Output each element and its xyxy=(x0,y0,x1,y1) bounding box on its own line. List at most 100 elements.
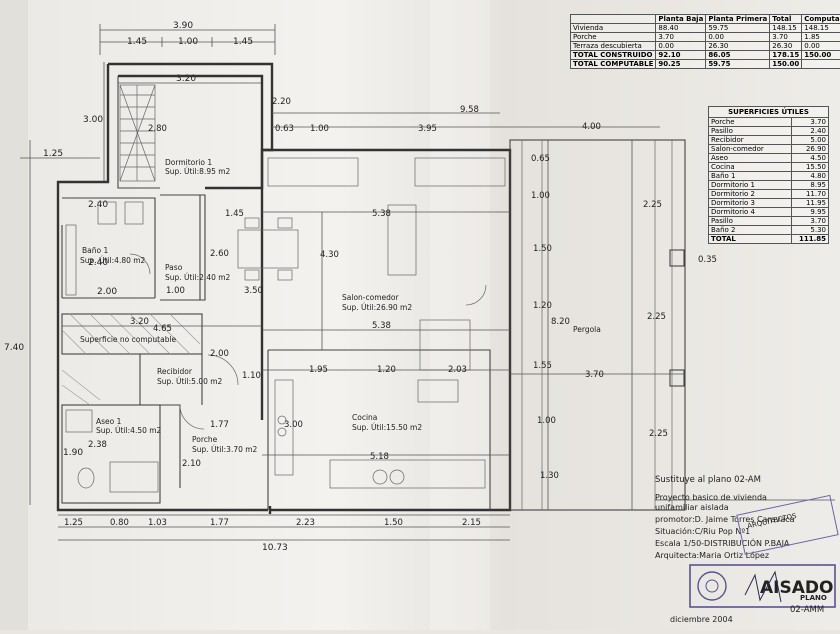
util-cell: Pasillo xyxy=(708,126,792,136)
area-cell: 150.00 xyxy=(801,50,840,60)
dim-i25: 2.10 xyxy=(182,459,201,469)
util-cell: 5.00 xyxy=(791,135,829,145)
dim-i33: 1.00 xyxy=(537,416,556,426)
util-cell: 3.70 xyxy=(791,117,829,127)
area-cell: Vivienda xyxy=(569,23,657,33)
dim-i20: 1.20 xyxy=(377,365,396,375)
area-table: Planta Baja Planta Primera Total Computa… xyxy=(569,14,840,69)
util-cell: 15.50 xyxy=(791,162,829,172)
area-cell: 59.75 xyxy=(705,59,771,69)
room-porche-area: Sup. Útil:3.70 m2 xyxy=(192,445,258,454)
util-cell: 4.80 xyxy=(791,171,829,181)
dim-i30: 1.20 xyxy=(533,301,552,311)
interior-dim-texts: 2.80 2.20 0.63 1.00 3.95 9.58 4.00 1.45 … xyxy=(88,97,717,481)
util-cell: 26.90 xyxy=(791,144,829,154)
title-line-4: promotor:D. Jaime Torres Caravaca xyxy=(655,515,795,524)
dim-top-1: 1.45 xyxy=(127,37,147,47)
dim-bottom-7: 2.15 xyxy=(462,518,481,528)
area-header-2: Planta Primera xyxy=(705,14,771,24)
dim-top-3: 1.45 xyxy=(233,37,253,47)
dim-i32: 1.55 xyxy=(533,361,552,371)
area-cell: 59.75 xyxy=(705,23,771,33)
dim-top-4: 3.20 xyxy=(176,74,196,84)
util-title: SUPERFICIES ÚTILES xyxy=(708,106,829,118)
area-cell: 26.30 xyxy=(769,41,803,51)
dim-left-e: 2.00 xyxy=(97,287,117,297)
room-bano-name: Baño 1 xyxy=(82,246,108,255)
area-cell: 150.00 xyxy=(769,59,803,69)
util-cell: Baño 1 xyxy=(708,171,792,181)
dim-i21: 2.03 xyxy=(448,365,467,375)
dim-bottom-1: 1.25 xyxy=(64,518,83,528)
dim-i27: 0.65 xyxy=(531,154,550,164)
dim-i29: 1.50 xyxy=(533,244,552,254)
dim-i10: 2.60 xyxy=(210,249,229,259)
dim-i36: 2.25 xyxy=(647,312,666,322)
title-line-6: Escala 1/50-DISTRIBUCIÓN P.BAJA xyxy=(655,537,790,548)
area-cell xyxy=(801,59,840,69)
util-cell: Dormitorio 3 xyxy=(708,198,792,208)
dim-i39: 0.35 xyxy=(698,255,717,265)
area-header-4: Computable xyxy=(801,14,840,24)
dim-i14: 3.20 xyxy=(130,317,149,327)
stamp-text: AISADO xyxy=(760,578,833,598)
room-salon-area: Sup. Útil:26.90 m2 xyxy=(342,303,412,312)
dim-i12: 3.50 xyxy=(244,286,263,296)
util-cell: 3.70 xyxy=(791,216,829,226)
dim-i31: 8.20 xyxy=(551,317,570,327)
area-cell: TOTAL CONSTRUIDO xyxy=(569,50,657,60)
dim-bottom-5: 2.23 xyxy=(296,518,315,528)
room-cocina-area: Sup. Útil:15.50 m2 xyxy=(352,423,422,432)
title-line-3: unifamiliar aislada xyxy=(655,503,729,512)
dim-i8: 1.45 xyxy=(225,209,244,219)
room-dormitorio-name: Dormitorio 1 xyxy=(165,158,212,167)
plano-date: diciembre 2004 xyxy=(670,615,733,624)
util-cell: 9.95 xyxy=(791,207,829,217)
dim-i28: 1.00 xyxy=(531,191,550,201)
hatch-superficie xyxy=(61,313,201,355)
dim-i3: 0.63 xyxy=(275,124,294,134)
dim-bottom-6: 1.50 xyxy=(384,518,403,528)
walls xyxy=(56,62,512,514)
util-cell: Salon-comedor xyxy=(708,144,792,154)
util-cell: 11.95 xyxy=(791,198,829,208)
pergola-structure xyxy=(509,139,686,511)
dim-i1: 2.80 xyxy=(148,124,167,134)
area-cell: 0.00 xyxy=(801,41,840,51)
dim-i22: 1.77 xyxy=(210,420,229,430)
title-line-7: Arquitecta:Maria Ortiz López xyxy=(655,550,769,560)
room-dormitorio-area: Sup. Útil:8.95 m2 xyxy=(165,167,231,176)
area-cell: 148.15 xyxy=(769,23,803,33)
area-cell: 90.25 xyxy=(655,59,707,69)
room-aseo-area: Sup. Útil:4.50 m2 xyxy=(96,426,162,435)
area-header-3: Total xyxy=(769,14,803,24)
util-cell: Pasillo xyxy=(708,216,792,226)
title-line-1: Sustituye al plano 02-AM xyxy=(655,475,761,485)
util-total-value: 111.85 xyxy=(791,234,829,244)
area-cell: 3.70 xyxy=(769,32,803,42)
area-cell: 86.05 xyxy=(705,50,771,60)
paper-fold-mid xyxy=(430,0,490,630)
dim-left-a: 3.00 xyxy=(83,115,103,125)
dim-i37: 2.25 xyxy=(649,429,668,439)
area-cell: TOTAL COMPUTABLE xyxy=(569,59,657,69)
dim-left-total: 7.40 xyxy=(4,343,24,353)
dim-i13: 1.00 xyxy=(166,286,185,296)
area-cell: 1.85 xyxy=(801,32,840,42)
area-cell: 178.15 xyxy=(769,50,803,60)
interior-dim-lines xyxy=(58,112,685,541)
title-line-5: Situación:C/Riu Pop Nº1 xyxy=(655,526,750,536)
dim-bottom-total: 10.73 xyxy=(262,543,288,553)
dim-i16: 5.38 xyxy=(372,321,391,331)
util-cell: 8.95 xyxy=(791,180,829,190)
room-recibidor-name: Recibidor xyxy=(157,367,193,376)
util-cell: 5.30 xyxy=(791,225,829,235)
room-pergola-name: Pergola xyxy=(573,325,601,334)
furniture xyxy=(65,157,506,493)
area-cell: 148.15 xyxy=(801,23,840,33)
room-porche-name: Porche xyxy=(192,435,218,444)
util-cell: 11.70 xyxy=(791,189,829,199)
dim-i15: 4.65 xyxy=(153,324,172,334)
area-cell: 3.70 xyxy=(655,32,707,42)
